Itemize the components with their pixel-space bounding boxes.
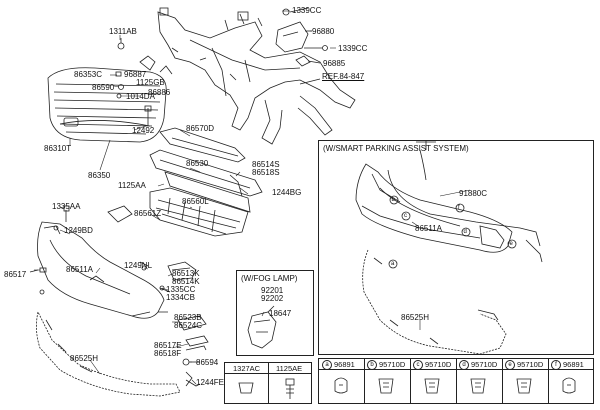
clip-code-b: 95710D (379, 360, 406, 369)
callout-e: e (509, 240, 513, 247)
label-86560l: 86560L (182, 197, 209, 206)
clip-code-d: 95710D (471, 360, 498, 369)
label-86514s: 86514S (252, 160, 280, 169)
bracket-86561z (107, 205, 133, 223)
label-92202: 92202 (261, 294, 284, 303)
label-1244bg: 1244BG (272, 188, 302, 197)
label-86353c: 86353C (74, 70, 103, 79)
label-1249nl: 1249NL (124, 261, 153, 270)
smart-parking-assist-title: (W/SMART PARKING ASSIST SYSTEM) (323, 144, 469, 153)
label-1125gb: 1125GB (136, 78, 165, 87)
label-96887: 96887 (124, 70, 147, 79)
label-86518s: 86518S (252, 168, 280, 177)
grille-fasteners (115, 38, 173, 126)
label-1125aa: 1125AA (118, 181, 146, 190)
fastener-code-1327ac: 1327AC (233, 364, 261, 373)
fastener-icons-left (238, 378, 295, 399)
lower-grille (149, 187, 249, 237)
clip-letter-a: a (322, 360, 332, 371)
label-1244fe: 1244FE (196, 378, 225, 387)
label-86530: 86530 (186, 159, 209, 168)
fog-lamp-garnish (139, 261, 209, 351)
clip-letter-e: e (505, 360, 515, 371)
label-86561z: 86561Z (134, 209, 162, 218)
label-12492: 12492 (132, 126, 155, 135)
fastener-code-1125ae: 1125AE (276, 364, 303, 373)
upper-brackets (149, 127, 263, 213)
label-96885: 96885 (323, 59, 346, 68)
label-86511a-right: 86511A (415, 224, 442, 233)
fog-lamp-box: (W/FOG LAMP) 92201 92202 18647 (236, 270, 314, 356)
label-92201: 92201 (261, 286, 284, 295)
clip-letter-c: c (413, 360, 423, 371)
callout-d: d (463, 228, 467, 235)
label-86886: 86886 (148, 88, 171, 97)
label-86570d: 86570D (186, 124, 215, 133)
fastener-table-left: 1327AC 1125AE (224, 362, 312, 404)
clip-letter-d: d (459, 360, 469, 371)
leader-lines (34, 10, 471, 385)
label-86511a-left: 86511A (66, 265, 93, 274)
spas-bumper-drawing (355, 163, 513, 253)
label-86350: 86350 (88, 171, 111, 180)
label-ref-84-847: REF.84-847 (322, 72, 365, 81)
label-86525h-left: 86525H (70, 354, 99, 363)
label-86523b: 86523B (174, 313, 202, 322)
label-18647: 18647 (269, 309, 292, 318)
callout-f: f (458, 204, 460, 211)
callout-b: b (391, 196, 395, 203)
clip-letter-f: f (551, 360, 561, 371)
label-91880c: 91880C (459, 189, 488, 198)
clip-code-c: 95710D (425, 360, 452, 369)
label-86525h-right: 86525H (401, 313, 430, 322)
sensor-96885 (295, 55, 321, 67)
cowl-cross-member (157, 7, 356, 145)
fog-lamp-inset-drawing (247, 305, 277, 349)
sensor-module-96880 (275, 7, 328, 53)
label-86514k: 86514K (172, 277, 200, 286)
label-86590: 86590 (92, 83, 115, 92)
label-86310t: 86310T (44, 144, 72, 153)
label-1335cc: 1335CC (166, 285, 196, 294)
label-86517e: 86517E (154, 341, 182, 350)
smart-parking-assist-box: (W/SMART PARKING ASSIST SYSTEM) 91880C 8… (318, 140, 594, 355)
spas-callout-markers (388, 195, 517, 269)
label-86524c: 86524C (174, 321, 203, 330)
fog-lamp-box-title: (W/FOG LAMP) (241, 274, 298, 283)
clip-icons-right (334, 377, 576, 394)
mount-bolts-left (29, 205, 70, 295)
callout-a: a (391, 260, 395, 267)
front-bumper-cover (37, 221, 168, 319)
label-1311ab: 1311AB (109, 27, 137, 36)
spas-lower-skid (362, 249, 507, 355)
callout-c: c (404, 212, 407, 219)
label-96880: 96880 (312, 27, 335, 36)
radiator-grille (47, 67, 167, 143)
clip-code-e: 95710D (517, 360, 544, 369)
label-86518f: 86518F (154, 349, 182, 358)
label-1249bd: 1249BD (64, 226, 93, 235)
label-86513k: 86513K (172, 269, 200, 278)
label-1339cc-right: 1339CC (338, 44, 368, 53)
label-1335aa: 1335AA (52, 202, 81, 211)
label-86517: 86517 (4, 270, 27, 279)
clip-letter-b: b (367, 360, 377, 371)
clip-code-f: 96891 (563, 360, 584, 369)
label-1334cb: 1334CB (166, 293, 195, 302)
clip-code-a: 96891 (334, 360, 355, 369)
label-86594: 86594 (196, 358, 219, 367)
label-1014da: 1014DA (126, 92, 155, 101)
label-1339cc-top: 1339CC (292, 6, 322, 15)
spas-wiring-harness (387, 140, 543, 263)
